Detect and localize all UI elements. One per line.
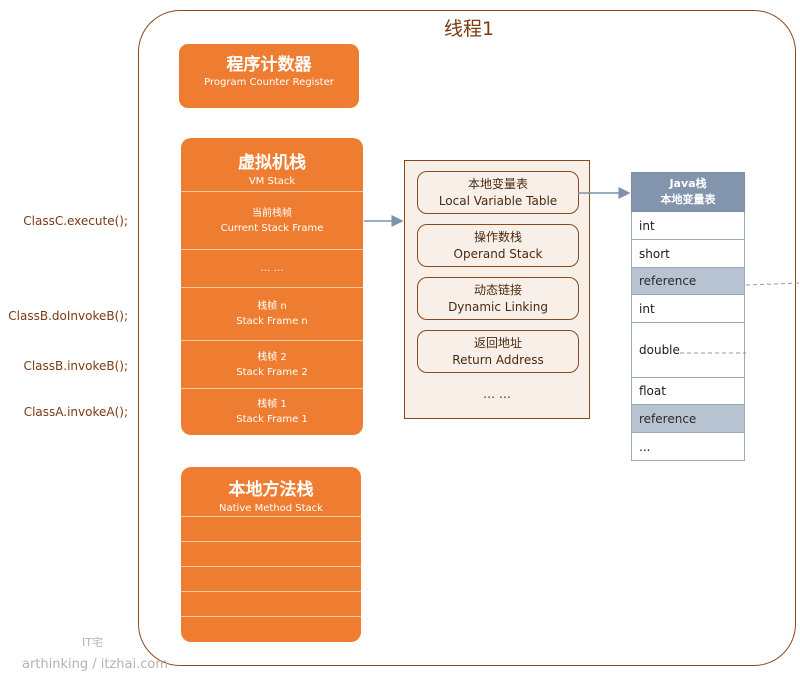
pcr-title-en: Program Counter Register — [204, 77, 334, 88]
frame-label-cn: … … — [260, 263, 284, 274]
local-variable-table: Java栈 本地变量表 int short reference int doub… — [631, 172, 745, 461]
native-stack-title-en: Native Method Stack — [219, 503, 323, 514]
pill-label-cn: 本地变量表 — [467, 177, 528, 191]
frame-label-cn: 栈帧 2 — [257, 351, 287, 363]
watermark-credit: arthinking / itzhai.com — [22, 657, 169, 672]
frame-label-en: Current Stack Frame — [220, 222, 324, 234]
native-method-stack: 本地方法栈 Native Method Stack — [181, 467, 361, 642]
operand-stack-pill: 操作数栈 Operand Stack — [417, 224, 579, 267]
native-stack-slot — [181, 592, 361, 617]
native-stack-slot — [181, 567, 361, 592]
stack-frame-ellipsis: … … — [181, 250, 363, 288]
lvt-title-line1: Java栈 — [669, 177, 707, 190]
lvt-slot-int: int — [631, 295, 745, 323]
lvt-slot-short: short — [631, 240, 745, 268]
pill-label-en: Operand Stack — [453, 247, 543, 261]
stack-frame-2: 栈帧 2 Stack Frame 2 — [181, 341, 363, 389]
native-stack-title-cn: 本地方法栈 — [228, 480, 314, 500]
vm-stack: 虚拟机栈 VM Stack 当前栈帧 Current Stack Frame …… — [181, 138, 363, 435]
vm-stack-header: 虚拟机栈 VM Stack — [181, 138, 363, 192]
reference-dashed-line — [745, 282, 800, 286]
lvt-slot-reference: reference — [631, 268, 745, 295]
frame-label-en: Stack Frame 1 — [236, 414, 308, 425]
native-stack-slot — [181, 542, 361, 567]
lvt-slot-reference: reference — [631, 405, 745, 433]
vm-stack-title-cn: 虚拟机栈 — [238, 153, 306, 173]
frame-label-cn: 栈帧 n — [257, 301, 287, 312]
native-stack-header: 本地方法栈 Native Method Stack — [181, 467, 361, 517]
lvt-title-line2: 本地变量表 — [660, 193, 716, 206]
pill-label-cn: 操作数栈 — [473, 230, 522, 244]
stack-frame-detail: 本地变量表 Local Variable Table 操作数栈 Operand … — [404, 160, 590, 419]
frame-detail-ellipsis: … … — [483, 387, 511, 401]
call-classa-invokea: ClassA.invokeA(); — [23, 405, 128, 419]
thread-boundary — [138, 10, 796, 666]
frame-label-en: Stack Frame 2 — [236, 366, 308, 378]
current-stack-frame: 当前栈帧 Current Stack Frame — [181, 192, 363, 250]
local-variable-table-pill: 本地变量表 Local Variable Table — [417, 171, 579, 214]
pill-label-cn: 动态链接 — [473, 283, 522, 297]
lvt-slot-double: double — [631, 323, 745, 378]
pill-label-en: Return Address — [452, 353, 544, 367]
dynamic-linking-pill: 动态链接 Dynamic Linking — [417, 277, 579, 320]
pcr-title-cn: 程序计数器 — [226, 55, 312, 75]
program-counter-register: 程序计数器 Program Counter Register — [179, 44, 359, 108]
call-classc-execute: ClassC.execute(); — [23, 214, 128, 228]
stack-frame-n: 栈帧 n Stack Frame n — [181, 288, 363, 341]
vm-stack-title-en: VM Stack — [248, 176, 296, 187]
frame-label-en: Stack Frame n — [236, 316, 308, 327]
stack-frame-1: 栈帧 1 Stack Frame 1 — [181, 389, 363, 435]
frame-label-cn: 栈帧 1 — [257, 399, 287, 410]
call-classb-doinvokeb: ClassB.doInvokeB(); — [8, 309, 128, 323]
pill-label-cn: 返回地址 — [473, 336, 522, 350]
pill-label-en: Dynamic Linking — [448, 300, 548, 314]
frame-label-cn: 当前栈帧 — [252, 207, 292, 219]
lvt-slot-int: int — [631, 212, 745, 240]
lvt-header: Java栈 本地变量表 — [631, 172, 745, 212]
native-stack-slot — [181, 517, 361, 542]
lvt-slot-float: float — [631, 378, 745, 405]
pill-label-en: Local Variable Table — [438, 194, 558, 208]
call-classb-invokeb: ClassB.invokeB(); — [23, 359, 128, 373]
lvt-slot-ellipsis: ... — [631, 433, 745, 461]
thread-title: 线程1 — [443, 18, 495, 40]
return-address-pill: 返回地址 Return Address — [417, 330, 579, 373]
watermark-site-name: IT宅 — [82, 636, 103, 649]
